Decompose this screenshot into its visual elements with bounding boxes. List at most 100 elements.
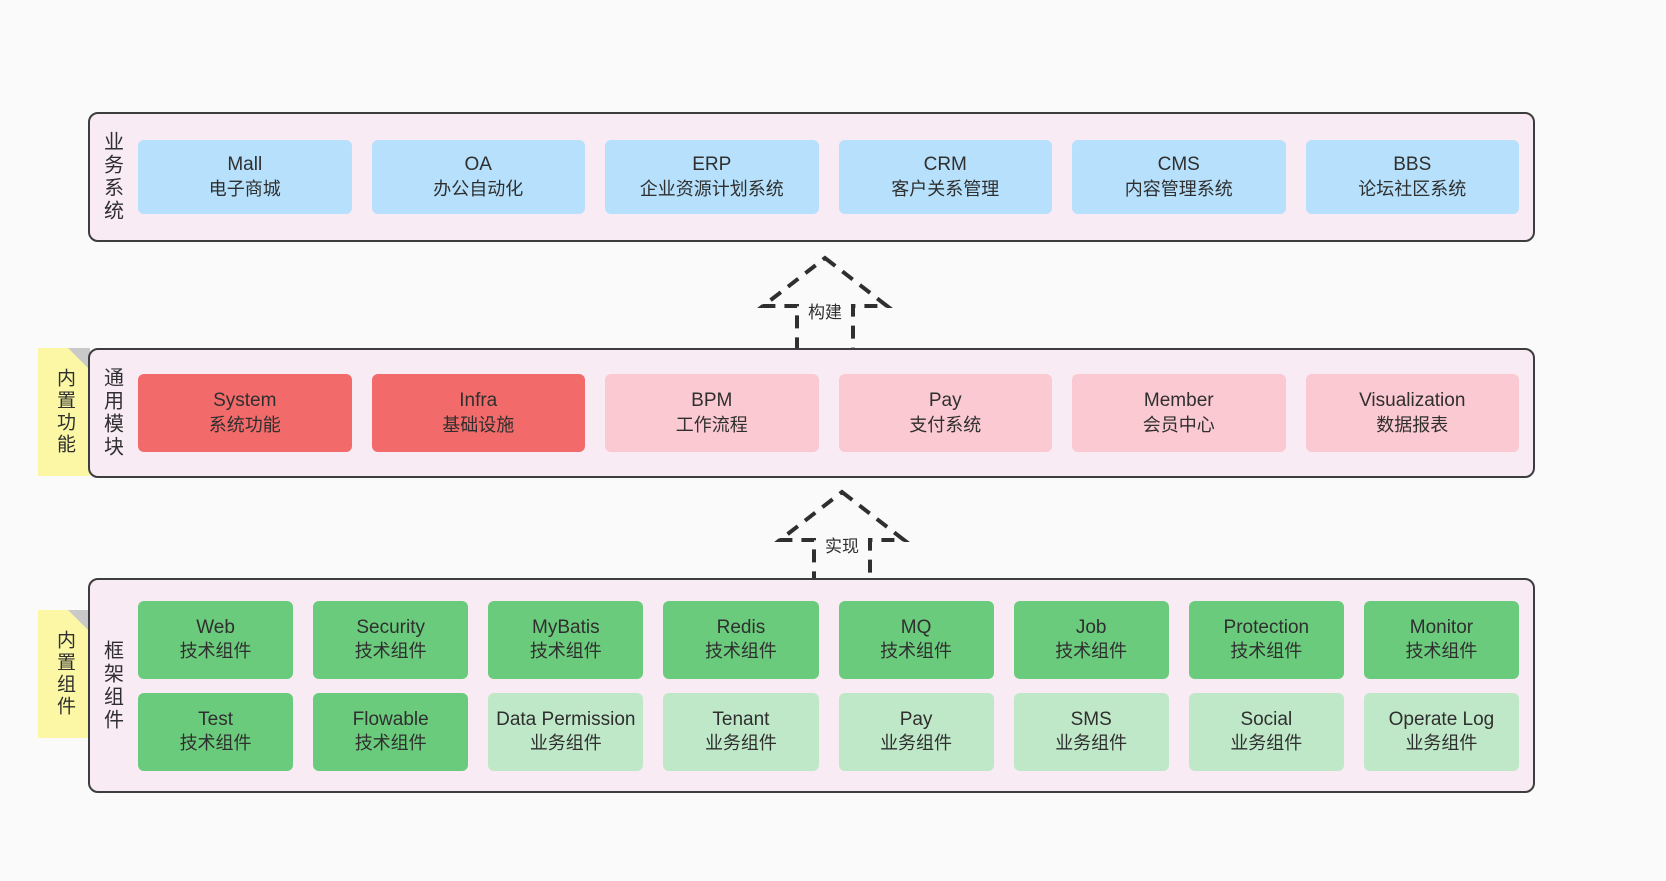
box-title: Pay bbox=[928, 390, 962, 412]
box-title: Infra bbox=[459, 390, 498, 412]
box-row: Test 技术组件 Flowable 技术组件 Data Permission … bbox=[138, 692, 1519, 771]
box-subtitle: 基础设施 bbox=[442, 414, 515, 435]
box-mybatis[interactable]: MyBatis 技术组件 bbox=[488, 600, 644, 679]
box-row: Web 技术组件 Security 技术组件 MyBatis 技术组件 Redi… bbox=[138, 600, 1519, 679]
box-system[interactable]: System 系统功能 bbox=[138, 374, 352, 452]
connector-label-implement: 实现 bbox=[825, 537, 859, 556]
connector-label-build: 构建 bbox=[808, 303, 842, 322]
box-subtitle: 技术组件 bbox=[179, 733, 252, 754]
box-subtitle: 工作流程 bbox=[675, 414, 748, 435]
box-subtitle: 技术组件 bbox=[1405, 641, 1478, 662]
box-member[interactable]: Member 会员中心 bbox=[1072, 374, 1286, 452]
box-cms[interactable]: CMS 内容管理系统 bbox=[1072, 140, 1286, 214]
box-data-permission[interactable]: Data Permission 业务组件 bbox=[488, 692, 644, 771]
box-job[interactable]: Job 技术组件 bbox=[1013, 600, 1169, 679]
box-subtitle: 技术组件 bbox=[1055, 641, 1128, 662]
layer-body-framework: Web 技术组件 Security 技术组件 MyBatis 技术组件 Redi… bbox=[132, 580, 1533, 791]
box-row: System 系统功能 Infra 基础设施 BPM 工作流程 Pay 支付系统… bbox=[138, 374, 1519, 452]
box-bbs[interactable]: BBS 论坛社区系统 bbox=[1305, 140, 1519, 214]
box-test[interactable]: Test 技术组件 bbox=[138, 692, 294, 771]
box-subtitle: 数据报表 bbox=[1376, 414, 1449, 435]
box-operate-log[interactable]: Operate Log 业务组件 bbox=[1363, 692, 1519, 771]
layer-business-systems: 业务系统 Mall 电子商城 OA 办公自动化 ERP 企业资源计划系统 CRM… bbox=[88, 112, 1535, 242]
box-title: Web bbox=[196, 616, 235, 638]
box-title: Flowable bbox=[352, 708, 429, 730]
box-title: Test bbox=[198, 708, 233, 730]
box-infra[interactable]: Infra 基础设施 bbox=[371, 374, 585, 452]
box-sms[interactable]: SMS 业务组件 bbox=[1013, 692, 1169, 771]
note-builtin-features: 内置功能 bbox=[38, 348, 90, 476]
box-subtitle: 论坛社区系统 bbox=[1358, 178, 1467, 199]
layer-title-framework: 框架组件 bbox=[100, 639, 123, 732]
box-title: Data Permission bbox=[496, 708, 636, 730]
box-title: OA bbox=[464, 154, 492, 176]
box-erp[interactable]: ERP 企业资源计划系统 bbox=[605, 140, 819, 214]
box-subtitle: 客户关系管理 bbox=[891, 178, 1000, 199]
box-title: MQ bbox=[900, 616, 932, 638]
layer-body-modules: System 系统功能 Infra 基础设施 BPM 工作流程 Pay 支付系统… bbox=[132, 350, 1533, 476]
box-subtitle: 技术组件 bbox=[354, 733, 427, 754]
box-subtitle: 技术组件 bbox=[354, 641, 427, 662]
box-title: SMS bbox=[1070, 708, 1112, 730]
box-title: Monitor bbox=[1409, 616, 1474, 638]
box-redis[interactable]: Redis 技术组件 bbox=[663, 600, 819, 679]
box-title: ERP bbox=[692, 154, 732, 176]
box-monitor[interactable]: Monitor 技术组件 bbox=[1363, 600, 1519, 679]
box-title: Protection bbox=[1223, 616, 1310, 638]
note-builtin-components: 内置组件 bbox=[38, 610, 90, 738]
box-web[interactable]: Web 技术组件 bbox=[138, 600, 294, 679]
box-crm[interactable]: CRM 客户关系管理 bbox=[838, 140, 1052, 214]
box-mall[interactable]: Mall 电子商城 bbox=[138, 140, 352, 214]
box-subtitle: 业务组件 bbox=[529, 733, 602, 754]
box-subtitle: 系统功能 bbox=[208, 414, 281, 435]
box-title: CMS bbox=[1157, 154, 1200, 176]
box-subtitle: 业务组件 bbox=[704, 733, 777, 754]
box-bpm[interactable]: BPM 工作流程 bbox=[605, 374, 819, 452]
box-title: Member bbox=[1143, 390, 1214, 412]
layer-framework-components: 框架组件 Web 技术组件 Security 技术组件 MyBatis 技术组件… bbox=[88, 578, 1535, 793]
box-title: Tenant bbox=[712, 708, 770, 730]
box-title: Mall bbox=[227, 154, 263, 176]
box-tenant[interactable]: Tenant 业务组件 bbox=[663, 692, 819, 771]
box-title: Security bbox=[356, 616, 425, 638]
box-flowable[interactable]: Flowable 技术组件 bbox=[313, 692, 469, 771]
box-title: Visualization bbox=[1359, 390, 1466, 412]
box-social[interactable]: Social 业务组件 bbox=[1188, 692, 1344, 771]
box-subtitle: 技术组件 bbox=[529, 641, 602, 662]
box-oa[interactable]: OA 办公自动化 bbox=[371, 140, 585, 214]
box-title: MyBatis bbox=[532, 616, 600, 638]
box-title: Social bbox=[1240, 708, 1293, 730]
box-subtitle: 办公自动化 bbox=[433, 178, 524, 199]
connector-build: 构建 bbox=[735, 252, 915, 360]
box-title: Redis bbox=[716, 616, 766, 638]
box-protection[interactable]: Protection 技术组件 bbox=[1188, 600, 1344, 679]
box-subtitle: 内容管理系统 bbox=[1124, 178, 1233, 199]
box-subtitle: 业务组件 bbox=[1055, 733, 1128, 754]
box-title: System bbox=[213, 390, 277, 412]
box-title: Operate Log bbox=[1388, 708, 1495, 730]
note-label: 内置组件 bbox=[53, 630, 75, 718]
box-subtitle: 支付系统 bbox=[909, 414, 982, 435]
box-mq[interactable]: MQ 技术组件 bbox=[838, 600, 994, 679]
box-title: Pay bbox=[899, 708, 933, 730]
note-label: 内置功能 bbox=[53, 368, 75, 456]
layer-common-modules: 通用模块 System 系统功能 Infra 基础设施 BPM 工作流程 Pay… bbox=[88, 348, 1535, 478]
box-pay-business[interactable]: Pay 业务组件 bbox=[838, 692, 994, 771]
layer-body-business: Mall 电子商城 OA 办公自动化 ERP 企业资源计划系统 CRM 客户关系… bbox=[132, 114, 1533, 240]
box-subtitle: 电子商城 bbox=[208, 178, 281, 199]
box-title: Job bbox=[1075, 616, 1107, 638]
box-subtitle: 技术组件 bbox=[1230, 641, 1303, 662]
box-row: Mall 电子商城 OA 办公自动化 ERP 企业资源计划系统 CRM 客户关系… bbox=[138, 140, 1519, 214]
box-subtitle: 业务组件 bbox=[1405, 733, 1478, 754]
box-subtitle: 技术组件 bbox=[880, 641, 953, 662]
box-pay[interactable]: Pay 支付系统 bbox=[838, 374, 1052, 452]
box-subtitle: 技术组件 bbox=[704, 641, 777, 662]
layer-title-business: 业务系统 bbox=[100, 131, 123, 223]
box-subtitle: 业务组件 bbox=[1230, 733, 1303, 754]
box-security[interactable]: Security 技术组件 bbox=[313, 600, 469, 679]
box-visualization[interactable]: Visualization 数据报表 bbox=[1305, 374, 1519, 452]
box-title: BPM bbox=[691, 390, 733, 412]
box-subtitle: 企业资源计划系统 bbox=[639, 178, 784, 199]
box-subtitle: 会员中心 bbox=[1142, 414, 1215, 435]
